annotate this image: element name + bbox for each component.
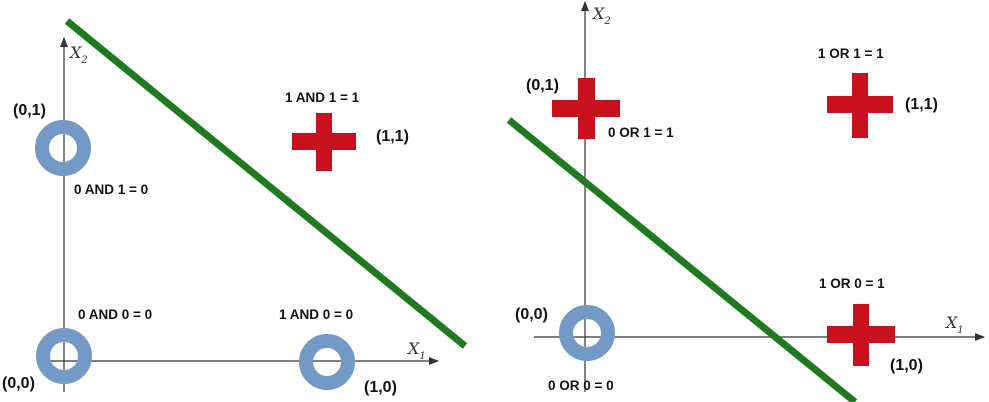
or-point-0-0-circle [559, 305, 615, 361]
or-point-0-1-cross [552, 78, 620, 139]
and-point-1-0-circle [299, 334, 355, 390]
or-point-1-0-cross [827, 304, 895, 366]
and-point-0-0-equation: 0 AND 0 = 0 [78, 307, 152, 322]
or-x-axis-label: X1 [944, 313, 964, 336]
or-panel: X2 X1 (0,0) 0 OR 0 = 0 (0,1) 0 OR 1 = 1 … [506, 1, 985, 402]
and-point-0-1-coord: (0,1) [13, 102, 46, 119]
and-point-1-1-cross [292, 113, 356, 171]
and-decision-boundary [64, 18, 468, 349]
and-panel: X2 X1 (0,1) 0 AND 1 = 0 (0,0) 0 AND 0 = … [2, 18, 468, 396]
and-point-0-0-circle [36, 328, 92, 384]
or-point-0-0-equation: 0 OR 0 = 0 [548, 378, 614, 393]
or-point-1-0-equation: 1 OR 0 = 1 [819, 276, 885, 291]
or-point-1-1-coord: (1,1) [905, 96, 938, 113]
and-point-0-0-coord: (0,0) [2, 375, 35, 392]
or-y-axis-label: X2 [591, 4, 611, 27]
or-point-0-0-coord: (0,0) [515, 306, 548, 323]
and-x-axis-label: X1 [406, 339, 426, 362]
or-point-1-0-coord: (1,0) [890, 357, 923, 374]
and-point-1-0-equation: 1 AND 0 = 0 [279, 307, 353, 322]
and-point-0-1-circle [35, 120, 91, 176]
or-point-0-1-equation: 0 OR 1 = 1 [608, 125, 674, 140]
or-point-1-1-cross [827, 73, 893, 138]
and-y-axis-label: X2 [68, 43, 88, 66]
and-point-0-1-equation: 0 AND 1 = 0 [74, 182, 148, 197]
or-decision-boundary [506, 117, 858, 402]
or-point-0-1-coord: (0,1) [526, 77, 559, 94]
and-point-1-1-equation: 1 AND 1 = 1 [285, 90, 360, 105]
or-point-1-1-equation: 1 OR 1 = 1 [818, 46, 884, 61]
and-point-1-0-coord: (1,0) [364, 379, 397, 396]
and-point-1-1-coord: (1,1) [376, 128, 409, 145]
